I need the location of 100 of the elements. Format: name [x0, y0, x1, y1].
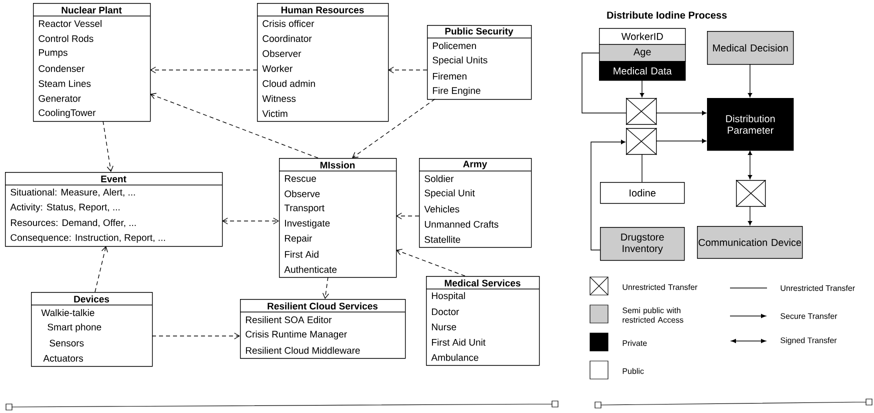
list-item: Hospital: [432, 292, 465, 302]
arrow: [656, 138, 706, 144]
list-item: Crisis officer: [262, 20, 314, 27]
arrow: [152, 332, 240, 340]
list-item: Pumps: [39, 49, 68, 58]
legend-text: Semi public with restricted Access: [622, 307, 684, 323]
list-item: Witness: [262, 95, 296, 102]
transfer-box: [736, 180, 766, 208]
list-item: Special Units: [432, 56, 488, 66]
legend-text: Private: [622, 340, 647, 346]
list-item: Unmanned Crafts: [424, 220, 498, 228]
arrow: [396, 212, 420, 220]
list-item: Soldier: [424, 175, 454, 182]
box-title: Devices: [74, 296, 110, 302]
data-box: Iodine: [600, 182, 685, 204]
arrow: [748, 150, 752, 180]
list-item: Steam Lines: [38, 80, 91, 87]
list-item: Authenticate: [284, 266, 337, 273]
legend-text: Public: [622, 368, 644, 374]
box-title: Public Security: [445, 28, 514, 36]
arrow: [222, 218, 280, 224]
list-item: Statellite: [424, 236, 460, 243]
list-item: Sensors: [50, 340, 84, 346]
arrow: [150, 66, 258, 74]
legend-text: Unrestricted Transfer: [622, 284, 698, 290]
data-box: WorkerID: [599, 28, 686, 45]
class-box: [256, 3, 389, 122]
list-item: Control Rods: [38, 35, 94, 42]
box-title: Nuclear Plant: [62, 6, 122, 14]
arrow: [656, 110, 706, 116]
class-box: [240, 299, 406, 359]
list-item: Special Unit: [424, 189, 475, 198]
list-item: Investigate: [285, 220, 330, 228]
class-box: [418, 158, 532, 248]
arrow: [640, 80, 644, 98]
box-title: Event: [101, 176, 126, 182]
arrow: [590, 140, 626, 250]
data-box: Medical Data: [599, 61, 686, 81]
list-item: Reactor Vessel: [39, 20, 102, 27]
list-item: Resilient SOA Editor: [246, 316, 332, 324]
class-box: [4, 172, 223, 247]
class-box: [278, 158, 397, 278]
arrow: [396, 248, 466, 276]
arrow: [102, 120, 114, 172]
data-box: Medical Decision: [707, 31, 794, 65]
list-item: Doctor: [432, 308, 460, 316]
connector-line: [582, 52, 626, 114]
list-item: First Aid Unit: [432, 338, 486, 346]
list-item: Coordinator: [262, 35, 312, 42]
arrow: [94, 246, 108, 292]
list-item: Walkie-talkie: [41, 309, 94, 316]
arrow: [322, 276, 330, 299]
list-item: Situational: Measure, Alert, ...: [10, 188, 135, 197]
list-item: Policemen: [433, 42, 476, 50]
class-box: [30, 292, 153, 367]
legend-text: Secure Transfer: [780, 313, 838, 319]
arrow: [748, 206, 752, 226]
section-heading: Distribute Iodine Process: [607, 11, 727, 19]
list-item: Actuators: [43, 355, 83, 362]
list-item: Condenser: [38, 65, 85, 72]
list-item: Vehicles: [424, 206, 460, 212]
legend-text: Signed Transfer: [780, 337, 837, 345]
arrow: [388, 66, 428, 74]
list-item: Repair: [285, 234, 312, 244]
list-item: Resources: Demand, Offer, ...: [11, 219, 136, 228]
arrow: [352, 98, 436, 158]
list-item: Transport: [284, 204, 324, 214]
box-title: MIssion: [320, 162, 355, 168]
list-item: Firemen: [433, 72, 466, 80]
list-item: Smart phone: [48, 323, 102, 332]
list-item: Ambulance: [431, 354, 478, 361]
list-item: CoolingTower: [38, 109, 96, 118]
list-item: Consequence: Instruction, Report, ...: [10, 234, 165, 243]
list-item: Rescue: [285, 175, 316, 182]
box-title: Human Resources: [281, 6, 364, 14]
data-box: Communication Device: [697, 226, 803, 259]
list-item: Fire Engine: [433, 86, 480, 96]
box-title: Medical Services: [444, 280, 520, 286]
legend-text: Unrestricted Transfer: [780, 285, 855, 291]
data-box: Drugstore Inventory: [600, 227, 685, 261]
transfer-box: [626, 98, 658, 126]
arrow: [150, 92, 318, 158]
data-box: Distribution Parameter: [707, 98, 794, 151]
list-item: Cloud admin: [262, 80, 315, 87]
list-item: Observe: [284, 190, 320, 198]
data-box: Age: [599, 44, 686, 62]
list-item: Resilient Cloud Middleware: [246, 346, 360, 354]
list-item: Generator: [38, 95, 81, 102]
box-title: Army: [463, 160, 488, 170]
list-item: Nurse: [432, 324, 456, 330]
transfer-box: [626, 128, 658, 156]
list-item: Crisis Runtime Manager: [246, 330, 347, 340]
arrow: [748, 64, 752, 98]
list-item: Victim: [262, 110, 288, 117]
class-box: [426, 276, 540, 366]
list-item: Observer: [262, 50, 302, 57]
class-box: [426, 25, 532, 100]
list-item: First Aid: [285, 250, 318, 258]
class-box: [32, 3, 151, 122]
list-item: Worker: [262, 65, 292, 72]
